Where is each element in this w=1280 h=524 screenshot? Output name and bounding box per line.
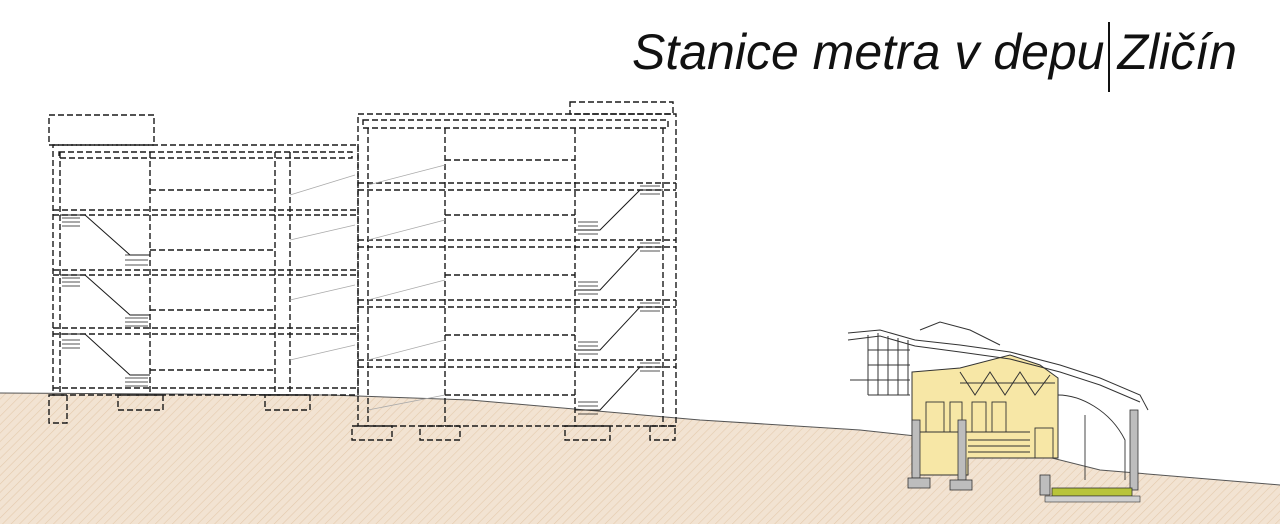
ground-line	[0, 392, 1280, 486]
title-separator	[1107, 22, 1110, 92]
right-stairs	[575, 185, 663, 415]
platform-track	[1051, 487, 1133, 497]
station-glazing	[847, 321, 1149, 411]
title-part-1: Stanice metra v depu	[632, 24, 1105, 80]
station-structure	[907, 409, 1139, 496]
left-stairs	[60, 214, 150, 387]
platform-base	[1044, 495, 1141, 503]
right-building	[351, 101, 677, 441]
station-yellow-fill	[911, 354, 1059, 476]
station-interior	[920, 394, 1126, 480]
title-part-2: Zličín	[1117, 24, 1237, 80]
right-ramps	[367, 164, 446, 411]
ground-terrain	[0, 393, 1280, 524]
left-ramps	[289, 174, 356, 361]
metro-station	[847, 321, 1149, 503]
drawing-title: Stanice metra v depu Zličín	[632, 22, 1237, 92]
left-building	[48, 114, 359, 424]
